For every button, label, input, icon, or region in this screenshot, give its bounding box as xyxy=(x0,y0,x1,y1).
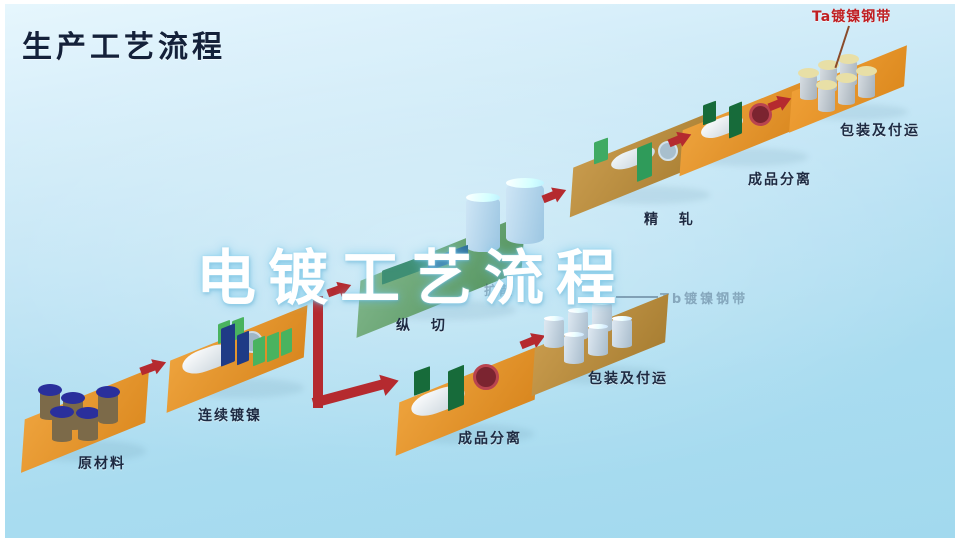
coil-top xyxy=(96,386,120,398)
coil-body xyxy=(52,412,72,442)
coil-wrap xyxy=(838,54,859,64)
coil-wrap xyxy=(816,80,837,90)
plating-tank xyxy=(253,335,265,367)
coil-wrap xyxy=(798,68,819,78)
packaged-coil xyxy=(564,334,584,364)
overlay-title: 电镀工艺流程 xyxy=(196,244,628,314)
plating-tank xyxy=(281,327,292,357)
separator-frame xyxy=(729,101,742,139)
coil-body xyxy=(78,413,98,441)
packaged-coil xyxy=(544,318,564,348)
coil-top xyxy=(50,406,74,418)
page-title: 生产工艺流程 xyxy=(22,30,226,65)
label-diffusion: 扩散 xyxy=(484,284,515,299)
coil-body xyxy=(98,392,118,424)
label-product-separation-upper: 成品分离 xyxy=(748,172,812,188)
rolling-mill xyxy=(637,141,652,183)
plating-bath xyxy=(221,323,235,367)
label-product-separation-lower: 成品分离 xyxy=(458,431,522,447)
label-continuous-nickel-plating: 连续镀镍 xyxy=(198,408,262,424)
diffusion-furnace xyxy=(506,182,544,244)
packaged-coil xyxy=(838,79,855,105)
plating-bath xyxy=(237,330,249,366)
packaged-coil xyxy=(858,72,875,98)
branch-arrow-vertical xyxy=(313,296,323,408)
packaged-coil xyxy=(588,326,608,356)
coil-wrap xyxy=(836,73,857,83)
separator-wheel xyxy=(749,103,772,126)
callout-ta-strip-label: Ta镀镍钢带 xyxy=(812,9,892,25)
packaged-coil xyxy=(612,318,632,348)
separator-frame xyxy=(448,364,464,412)
separator-wheel xyxy=(473,364,499,390)
packaged-coil xyxy=(800,74,817,100)
label-raw-material: 原材料 xyxy=(78,456,126,472)
diffusion-furnace xyxy=(466,196,500,252)
plating-tank xyxy=(267,331,279,363)
coil-wrap xyxy=(856,66,877,76)
label-slitting: 纵 切 xyxy=(396,318,453,334)
packaged-coil xyxy=(818,86,835,112)
label-finish-rolling: 精 轧 xyxy=(644,212,701,228)
coil-top xyxy=(61,392,85,404)
label-packaging-lower: 包装及付运 xyxy=(588,371,668,387)
callout-tb-strip-label: Tb镀镍钢带 xyxy=(660,292,749,307)
coil-top xyxy=(76,407,100,419)
coil-top xyxy=(38,384,62,396)
label-packaging-upper: 包装及付运 xyxy=(840,123,920,139)
coil-wrap xyxy=(818,60,839,70)
